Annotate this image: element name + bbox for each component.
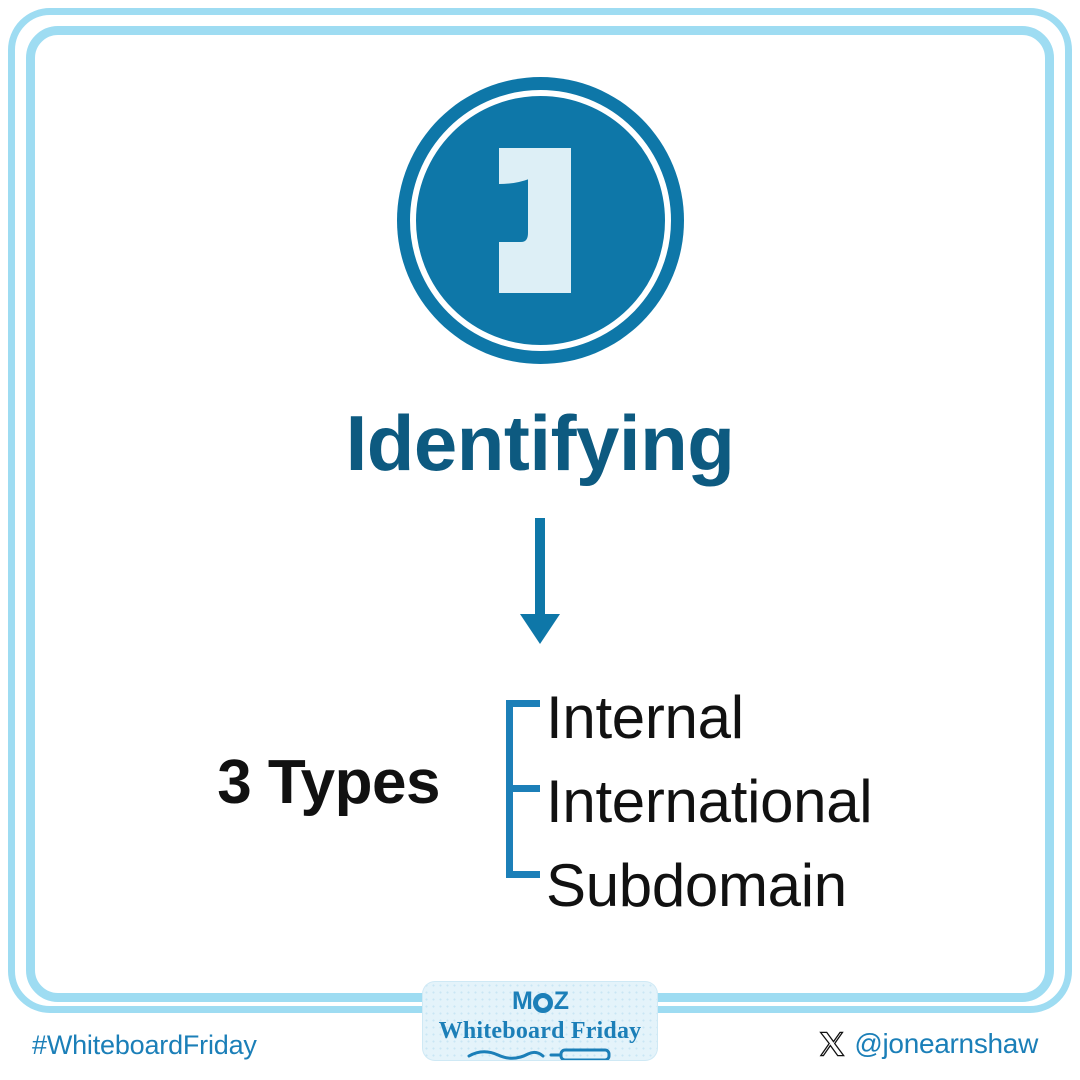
list-item: International [546,768,873,835]
step-number-badge [397,77,684,364]
moz-whiteboard-friday-badge: M Z Whiteboard Friday [423,982,657,1060]
brand-subtitle: Whiteboard Friday [438,1018,642,1044]
moz-wordmark: M Z [511,987,569,1015]
badge-ring [410,90,671,351]
social-handle[interactable]: @jonearnshaw [818,1030,1038,1058]
list-item: Internal [546,684,744,751]
page-title: Identifying [345,399,735,487]
social-handle-label: @jonearnshaw [854,1028,1038,1059]
down-arrow-icon [516,518,564,646]
badge-numeral [397,77,684,364]
moz-wordmark-left: M [511,987,533,1015]
types-count-label: 3 Types [217,748,440,817]
list-item: Subdomain [546,852,847,919]
marker-pen-icon [465,1047,615,1060]
moz-o-icon [532,992,553,1013]
x-twitter-logo-icon [818,1030,846,1058]
hashtag-label: #WhiteboardFriday [32,1030,257,1060]
curly-bracket-icon [506,700,548,878]
moz-wordmark-right: Z [553,987,569,1015]
types-list: Internal International Subdomain [546,676,1026,928]
